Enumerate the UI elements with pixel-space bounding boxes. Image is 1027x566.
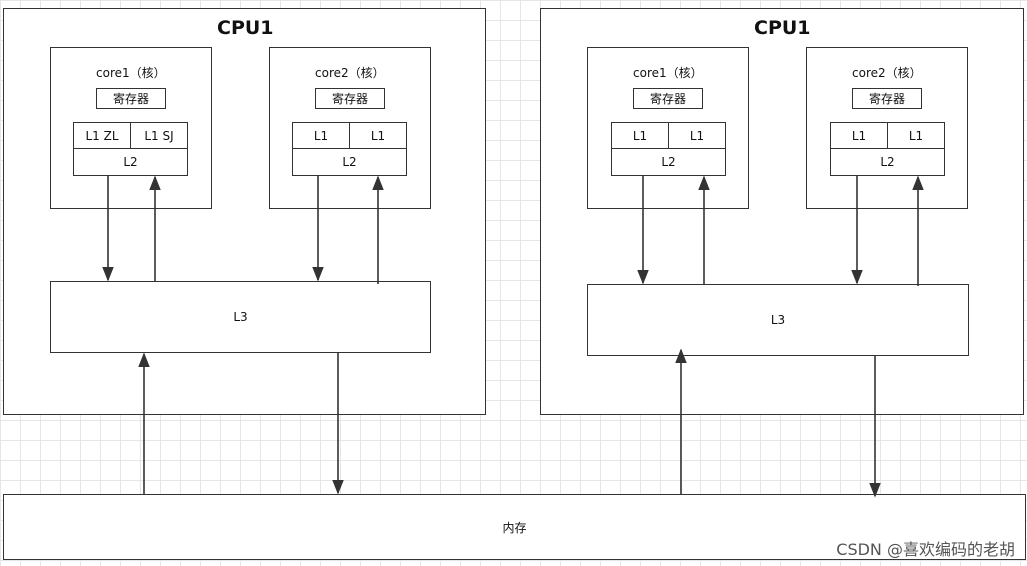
l3-cache-left: L3 bbox=[50, 281, 431, 353]
l1-cache-right-2b: L1 bbox=[887, 122, 945, 149]
register-right-1: 寄存器 bbox=[633, 88, 703, 109]
l2-cache-right-2: L2 bbox=[830, 148, 945, 176]
memory-box: 内存 bbox=[3, 494, 1026, 560]
l2-cache-left-1: L2 bbox=[73, 148, 188, 176]
l1-cache-left-2b: L1 bbox=[349, 122, 407, 149]
l1-cache-right-2a: L1 bbox=[830, 122, 888, 149]
l1-cache-right-1b: L1 bbox=[668, 122, 726, 149]
l2-cache-right-1: L2 bbox=[611, 148, 726, 176]
l1-cache-left-2a: L1 bbox=[292, 122, 350, 149]
l1-cache-left-1b: L1 SJ bbox=[130, 122, 188, 149]
cpu-title-left: CPU1 bbox=[217, 17, 274, 39]
register-left-2: 寄存器 bbox=[315, 88, 385, 109]
watermark-text: CSDN @喜欢编码的老胡 bbox=[836, 540, 1015, 559]
l2-cache-left-2: L2 bbox=[292, 148, 407, 176]
core-title-right-1: core1（核） bbox=[633, 66, 703, 80]
cpu-title-right: CPU1 bbox=[754, 17, 811, 39]
core-title-left-2: core2（核） bbox=[315, 66, 385, 80]
register-left-1: 寄存器 bbox=[96, 88, 166, 109]
l1-cache-right-1a: L1 bbox=[611, 122, 669, 149]
register-right-2: 寄存器 bbox=[852, 88, 922, 109]
l3-cache-right: L3 bbox=[587, 284, 969, 356]
core-title-left-1: core1（核） bbox=[96, 66, 166, 80]
l1-cache-left-1a: L1 ZL bbox=[73, 122, 131, 149]
core-title-right-2: core2（核） bbox=[852, 66, 922, 80]
